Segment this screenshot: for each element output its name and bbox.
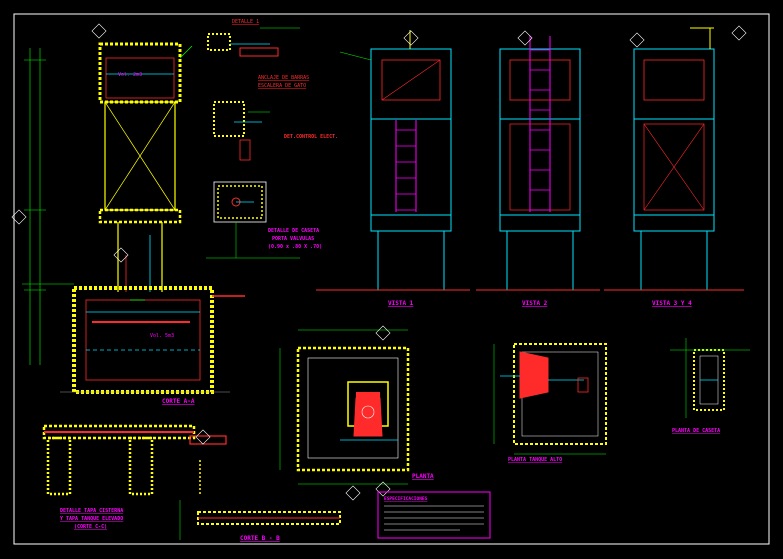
control-electrico-title: DET.CONTROL ELECT. bbox=[284, 134, 338, 140]
volume-upper-label: Vol. 2m3 bbox=[118, 72, 142, 78]
vista-1-title: VISTA 1 bbox=[388, 300, 414, 307]
control-electrico-drawing bbox=[213, 101, 270, 161]
caseta-title-line1: DETALLE DE CASETA bbox=[268, 228, 319, 234]
caseta-title-line2: PORTA VALVULAS bbox=[272, 236, 314, 242]
specs-title: ESPECIFICACIONES bbox=[384, 496, 428, 502]
detalle-tapa-drawing bbox=[42, 424, 227, 496]
volume-lower-label: Vol. 5m3 bbox=[150, 333, 174, 339]
sheet-border bbox=[13, 13, 770, 545]
planta-title: PLANTA bbox=[412, 473, 434, 480]
caseta-title-line3: (0.90 x .80 X .70) bbox=[268, 244, 322, 250]
specs-box bbox=[377, 491, 491, 539]
planta-drawing bbox=[279, 325, 410, 497]
detalle-1-drawing bbox=[207, 27, 300, 57]
planta-tanque-title: PLANTA TANQUE ALTO bbox=[508, 457, 562, 463]
anclaje-title-line1: ANCLAJE DE BARRAS bbox=[258, 75, 309, 81]
tapa-title-line1: DETALLE TAPA CISTERNA bbox=[60, 508, 123, 514]
planta-caseta-drawing bbox=[670, 338, 750, 418]
detalle-1-title: DETALLE 1 bbox=[232, 19, 259, 25]
anclaje-title-line2: ESCALERA DE GATO bbox=[258, 83, 306, 89]
vista-1-drawing bbox=[316, 30, 470, 291]
vista-3-4-title: VISTA 3 Y 4 bbox=[652, 300, 692, 307]
planta-caseta-title: PLANTA DE CASETA bbox=[672, 428, 720, 434]
specs-border bbox=[377, 491, 491, 539]
corte-aa-drawing bbox=[11, 23, 245, 394]
caseta-detail-drawing bbox=[206, 181, 300, 259]
corte-bb-drawing bbox=[179, 485, 361, 540]
vista-3-4-drawing bbox=[604, 25, 747, 291]
tapa-title-line2: Y TAPA TANQUE ELEVADO bbox=[60, 516, 123, 522]
corte-aa-title: CORTE A-A bbox=[162, 398, 195, 405]
vista-2-drawing bbox=[476, 30, 600, 291]
tapa-title-line3: (CORTE C-C) bbox=[74, 524, 107, 530]
vista-2-title: VISTA 2 bbox=[522, 300, 548, 307]
planta-tanque-alto-drawing bbox=[493, 343, 607, 455]
corte-bb-title: CORTE B - B bbox=[240, 535, 280, 542]
